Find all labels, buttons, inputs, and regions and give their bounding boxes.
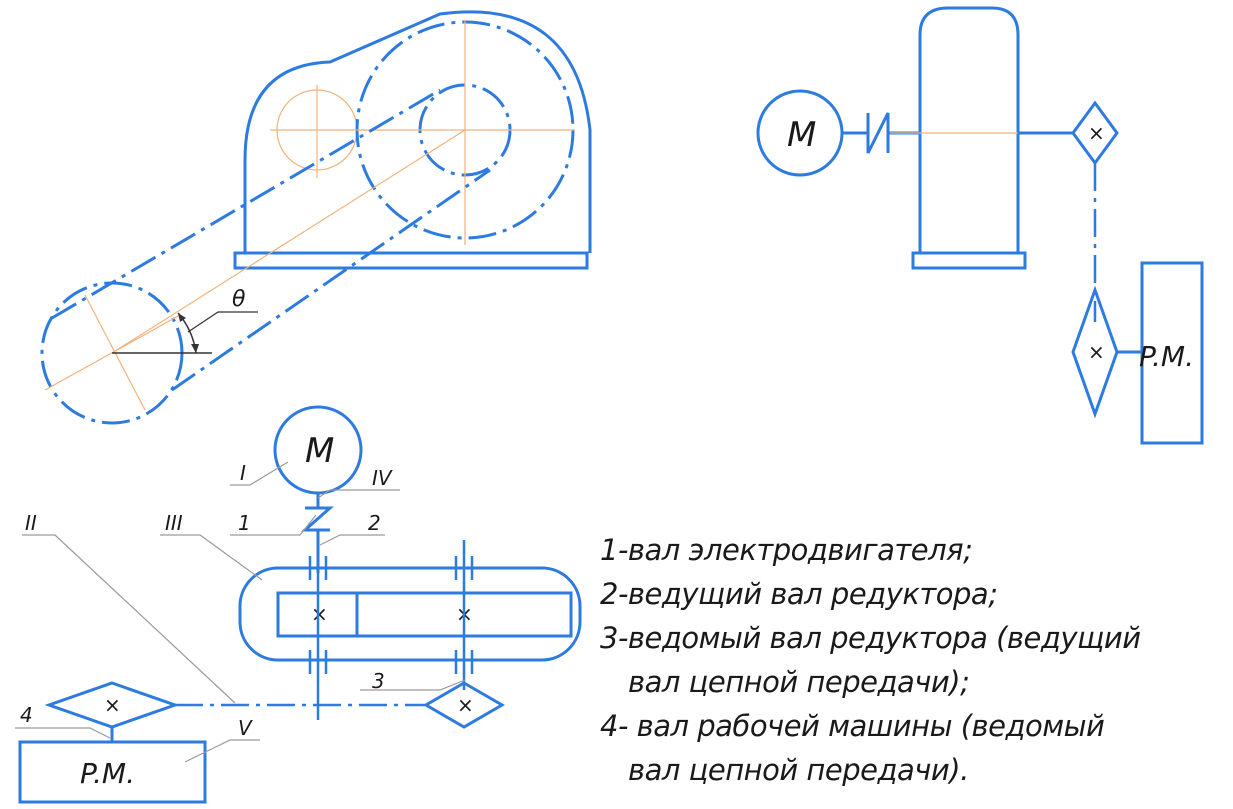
label-II: II xyxy=(25,511,37,535)
legend-line-6: вал цепной передачи). xyxy=(628,753,969,787)
gear-pair xyxy=(276,591,573,638)
svg-text:×: × xyxy=(1088,340,1105,364)
svg-text:×: × xyxy=(104,693,121,717)
reducer-body-base xyxy=(911,251,1027,270)
label-IV: IV xyxy=(372,466,393,490)
working-machine-right xyxy=(1140,261,1204,445)
coupling-z xyxy=(301,506,334,532)
lower-sprocket xyxy=(1071,285,1119,419)
reducer-housing xyxy=(243,10,592,253)
svg-text:×: × xyxy=(311,602,328,626)
belt-upper xyxy=(51,88,441,320)
label-4: 4 xyxy=(20,703,33,727)
legend-line-4: вал цепной передачи); xyxy=(628,665,970,699)
svg-text:×: × xyxy=(457,693,474,717)
label-1: 1 xyxy=(238,511,251,535)
reducer-body xyxy=(918,6,1020,253)
legend-line-2: 2-ведущий вал редуктора; xyxy=(600,577,998,611)
bearings-left xyxy=(308,540,328,720)
svg-text:×: × xyxy=(1088,121,1105,145)
bearings-right xyxy=(454,540,474,690)
motor-label: M xyxy=(787,115,816,155)
working-machine-bottom xyxy=(18,740,207,804)
belt-lower xyxy=(171,168,491,392)
motor-label-bottom: M xyxy=(305,431,334,471)
legend-line-3: 3-ведомый вал редуктора (ведущий xyxy=(600,621,1141,655)
bottom-left-scheme: M × × × × P.M. xyxy=(15,405,582,804)
label-V: V xyxy=(238,716,253,740)
label-3: 3 xyxy=(372,669,385,693)
reducer-base-plate xyxy=(233,251,589,270)
top-right-scheme: M × × P.M. xyxy=(756,6,1204,445)
label-I: I xyxy=(240,461,246,485)
sprocket-driving xyxy=(423,681,505,729)
label-III: III xyxy=(165,511,183,535)
legend-line-5: 4- вал рабочей машины (ведомый xyxy=(600,709,1105,743)
rm-label-right: P.M. xyxy=(1139,340,1194,373)
angle-label: θ xyxy=(232,287,246,312)
rm-label-bottom: P.M. xyxy=(80,757,135,790)
gearbox-housing xyxy=(238,566,582,662)
legend: 1-вал электродвигателя; 2-ведущий вал ре… xyxy=(600,528,1230,792)
legend-line-1: 1-вал электродвигателя; xyxy=(600,533,973,567)
label-2: 2 xyxy=(368,511,381,535)
coupling-symbol xyxy=(866,112,890,154)
reducer-belt-view: θ xyxy=(40,10,592,425)
